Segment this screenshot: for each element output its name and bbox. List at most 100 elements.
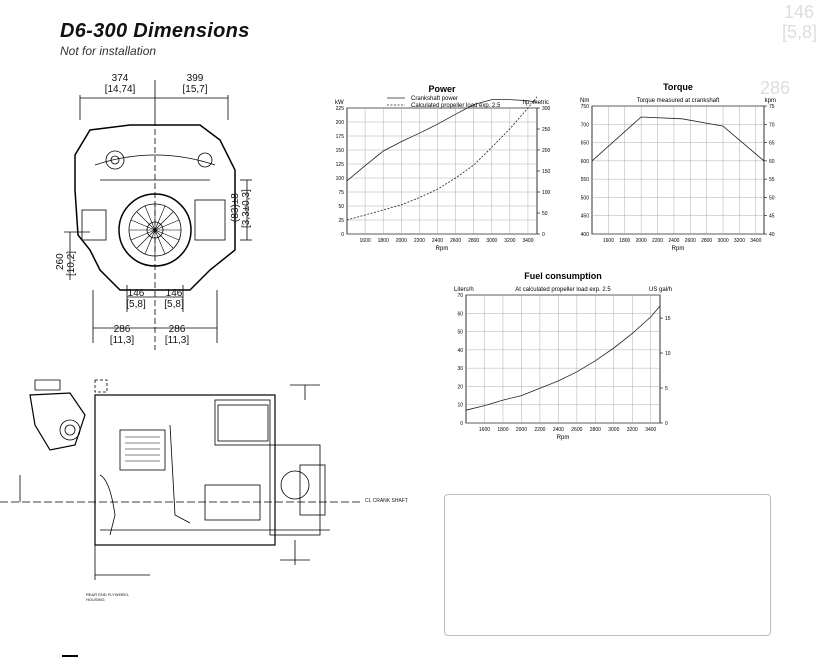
dim-top-right-in: [15,7] xyxy=(182,84,208,95)
c1-subtitle: Torque measured at crankshaft xyxy=(637,98,720,104)
page-subtitle: Not for installation xyxy=(60,44,157,58)
c0-ytick-right: 250 xyxy=(542,127,551,133)
c1-ytick-left: 400 xyxy=(581,232,590,238)
c0-xtick: 3200 xyxy=(504,238,515,244)
c0-ytick-left: 225 xyxy=(336,106,345,112)
c2-ylabel-right: US gal/h xyxy=(649,287,672,293)
c2-ytick-left: 40 xyxy=(457,348,463,354)
c2-ylabel-left: Liters/h xyxy=(454,287,474,293)
c1-ytick-right: 40 xyxy=(769,232,775,238)
c1-ytick-left: 600 xyxy=(581,159,590,165)
c2-subtitle: At calculated propeller load exp. 2.5 xyxy=(515,287,611,293)
c0-ytick-left: 50 xyxy=(338,204,344,210)
c2-ytick-right: 5 xyxy=(665,386,668,392)
c0-ytick-right: 50 xyxy=(542,211,548,217)
side-view-drawing xyxy=(0,379,360,580)
dim-outer-left-in: [11,3] xyxy=(109,335,135,346)
c2-ytick-left: 60 xyxy=(457,311,463,317)
ghost-text-3: 286 xyxy=(760,78,791,98)
dim-inner-left: 146 [5,8] xyxy=(118,288,154,310)
c1-title: Torque xyxy=(663,82,693,92)
c1-xtick: 3400 xyxy=(750,238,761,244)
front-view-drawing xyxy=(64,80,252,350)
dim-top-left-mm: 374 xyxy=(111,73,129,84)
c2-ytick-right: 0 xyxy=(665,421,668,427)
dim-crank-in: [3,3±0,3] xyxy=(241,189,252,228)
rear-end-label-line1: REAR END FLYWHEEL xyxy=(86,592,130,597)
c0-ytick-left: 175 xyxy=(336,134,345,140)
c0-ytick-right: 100 xyxy=(542,190,551,196)
c0-ytick-left: 200 xyxy=(336,120,345,126)
c2-frame xyxy=(465,294,661,424)
dim-inner-left-in: [5,8] xyxy=(126,299,146,310)
c0-title: Power xyxy=(428,84,456,94)
c2-xtick: 2600 xyxy=(571,427,582,433)
c1-ytick-left: 550 xyxy=(581,177,590,183)
c2-ytick-left: 70 xyxy=(457,293,463,299)
c1-xtick: 2800 xyxy=(701,238,712,244)
dim-top-right: 399 [15,7] xyxy=(170,73,220,95)
dim-inner-right-mm: 146 xyxy=(165,288,183,299)
fuel-chart: Fuel consumption At calculated propeller … xyxy=(454,271,672,441)
c0-xlabel: Rpm xyxy=(436,246,449,252)
c0-legend-label: Calculated propeller load exp. 2.5 xyxy=(411,103,501,109)
footer-mark xyxy=(62,655,78,657)
dim-outer-right-in: [11,3] xyxy=(164,335,190,346)
c2-xtick: 3200 xyxy=(627,427,638,433)
c0-ytick-left: 100 xyxy=(336,176,345,182)
c1-xlabel: Rpm xyxy=(672,246,685,252)
c1-ytick-right: 45 xyxy=(769,214,775,220)
dim-top-left-in: [14,74] xyxy=(104,84,136,95)
dim-height-mm: 260 xyxy=(55,253,66,270)
c0-xtick: 2600 xyxy=(450,238,461,244)
c1-ytick-right: 55 xyxy=(769,177,775,183)
c0-series-line-0 xyxy=(346,99,538,182)
c1-ytick-right: 60 xyxy=(769,159,775,165)
ghost-text-2: [5,8] xyxy=(782,22,818,42)
c1-frame xyxy=(591,105,765,235)
c0-xtick: 2800 xyxy=(468,238,479,244)
c2-ytick-left: 30 xyxy=(457,366,463,372)
dim-height-in: [10,2] xyxy=(66,250,77,276)
c1-xtick: 1600 xyxy=(603,238,614,244)
dim-top-right-mm: 399 xyxy=(186,73,204,84)
c2-title: Fuel consumption xyxy=(524,271,602,281)
c1-series-line-0 xyxy=(591,116,765,162)
c2-xtick: 2800 xyxy=(590,427,601,433)
c1-xtick: 3000 xyxy=(717,238,728,244)
c2-ytick-left: 0 xyxy=(460,421,463,427)
c1-ytick-right: 50 xyxy=(769,195,775,201)
c1-ytick-left: 700 xyxy=(581,122,590,128)
c0-frame xyxy=(346,107,538,235)
c0-xtick: 2400 xyxy=(432,238,443,244)
page-title: D6-300 Dimensions xyxy=(60,20,250,42)
c2-series-line-0 xyxy=(465,305,661,411)
dim-outer-right-mm: 286 xyxy=(168,324,186,335)
c1-xtick: 2600 xyxy=(685,238,696,244)
c0-xtick: 3400 xyxy=(522,238,533,244)
c1-ytick-right: 70 xyxy=(769,122,775,128)
c0-xtick: 3000 xyxy=(486,238,497,244)
c0-ytick-right: 200 xyxy=(542,148,551,154)
c1-ytick-right: 75 xyxy=(769,104,775,110)
c0-xtick: 1800 xyxy=(378,238,389,244)
rear-end-label-line2: HOUSING xyxy=(86,597,105,602)
c0-legend-label: Crankshaft power xyxy=(411,96,458,102)
dim-inner-left-mm: 146 xyxy=(127,288,145,299)
c2-xtick: 3000 xyxy=(608,427,619,433)
c1-ytick-left: 750 xyxy=(581,104,590,110)
c0-ylabel-right: hp. metric xyxy=(523,100,549,106)
dim-top-left: 374 [14,74] xyxy=(95,73,145,95)
dim-inner-right: 146 [5,8] xyxy=(156,288,192,310)
c2-xtick: 2200 xyxy=(534,427,545,433)
c1-ylabel-left: Nm xyxy=(580,98,589,104)
c2-xtick: 2400 xyxy=(553,427,564,433)
c0-ytick-right: 0 xyxy=(542,232,545,238)
c0-ytick-right: 150 xyxy=(542,169,551,175)
c0-series-line-1 xyxy=(346,96,538,221)
c1-xtick: 1800 xyxy=(619,238,630,244)
c0-ytick-left: 75 xyxy=(338,190,344,196)
c0-ytick-left: 25 xyxy=(338,218,344,224)
dim-outer-left-mm: 286 xyxy=(113,324,131,335)
